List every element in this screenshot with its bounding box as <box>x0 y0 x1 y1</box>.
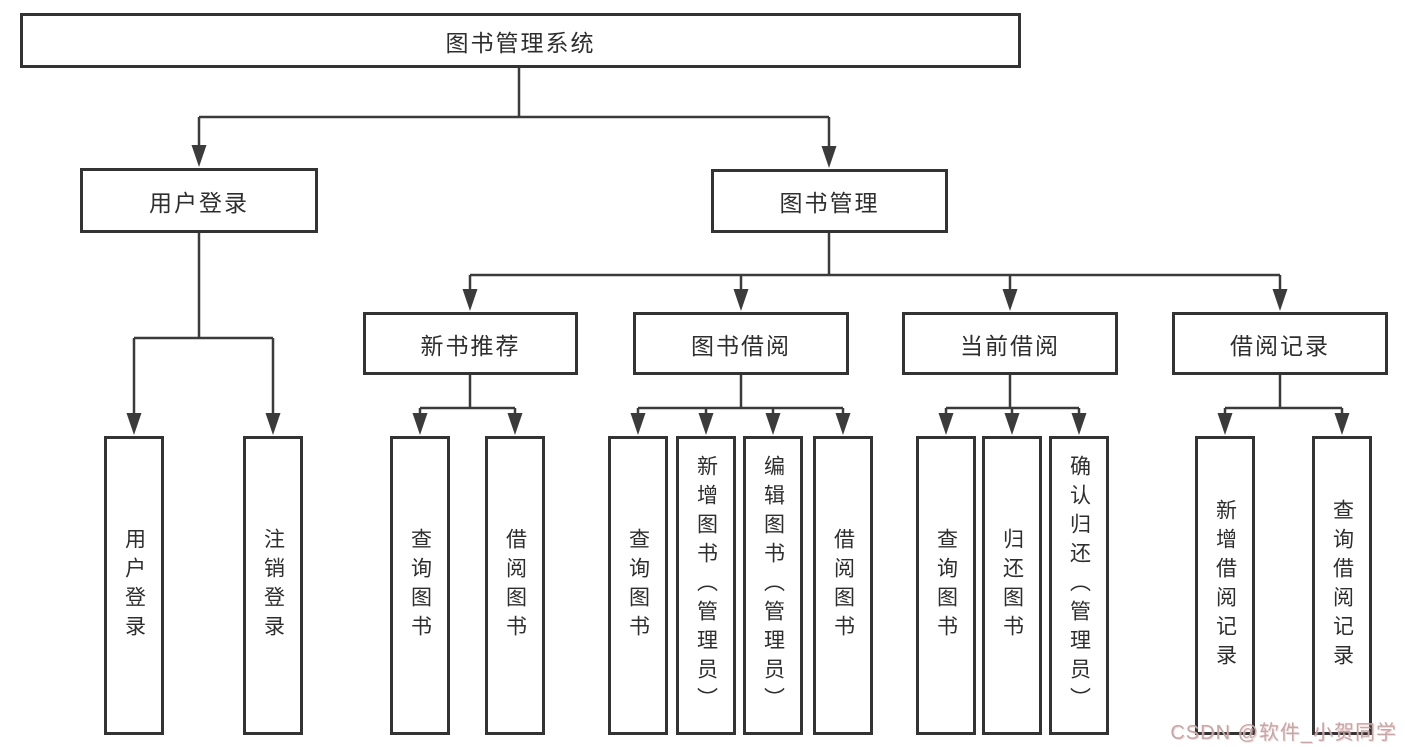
node-user-login: 用户登录 <box>80 168 318 233</box>
node-book-management: 图书管理 <box>711 169 948 233</box>
leaf-label: 注销登录 <box>261 527 285 644</box>
node-label: 新书推荐 <box>420 332 521 359</box>
arrowhead-icons <box>126 145 1350 435</box>
leaf-user-login: 用户登录 <box>104 436 164 735</box>
leaf-return-books: 归还图书 <box>982 436 1042 735</box>
node-current-borrowing: 当前借阅 <box>902 312 1118 375</box>
node-library-management-system: 图书管理系统 <box>20 13 1021 68</box>
node-label: 图书管理系统 <box>445 29 596 56</box>
leaf-query-books: 查询图书 <box>390 436 450 735</box>
node-label: 当前借阅 <box>960 332 1060 359</box>
node-new-book-recommend: 新书推荐 <box>363 312 578 375</box>
leaf-query-books: 查询图书 <box>608 436 668 735</box>
leaf-add-borrow-record: 新增借阅记录 <box>1195 436 1255 735</box>
leaf-label: 编辑图书（管理员） <box>761 455 785 716</box>
leaf-label: 查询图书 <box>408 527 432 644</box>
leaf-query-borrow-record: 查询借阅记录 <box>1312 436 1372 735</box>
leaf-label: 借阅图书 <box>503 527 527 644</box>
leaf-label: 归还图书 <box>1000 527 1024 644</box>
leaf-label: 查询借阅记录 <box>1330 498 1354 673</box>
leaf-label: 用户登录 <box>122 527 146 644</box>
leaf-label: 查询图书 <box>934 527 958 644</box>
leaf-add-books-admin: 新增图书（管理员） <box>676 436 736 735</box>
leaf-label: 查询图书 <box>626 527 650 644</box>
leaf-label: 新增图书（管理员） <box>694 455 718 716</box>
leaf-confirm-return-admin: 确认归还（管理员） <box>1049 436 1109 735</box>
node-label: 图书借阅 <box>691 332 791 359</box>
leaf-label: 新增借阅记录 <box>1213 498 1237 673</box>
node-label: 借阅记录 <box>1230 332 1330 359</box>
node-borrowing-records: 借阅记录 <box>1172 312 1388 375</box>
leaf-label: 确认归还（管理员） <box>1067 455 1091 716</box>
leaf-query-books: 查询图书 <box>916 436 976 735</box>
csdn-watermark: CSDN @软件_小贺同学 <box>1170 722 1397 744</box>
node-label: 用户登录 <box>149 189 249 216</box>
leaf-borrow-books: 借阅图书 <box>485 436 545 735</box>
leaf-borrow-books: 借阅图书 <box>813 436 873 735</box>
leaf-edit-books-admin: 编辑图书（管理员） <box>743 436 803 735</box>
node-book-borrowing: 图书借阅 <box>633 312 849 375</box>
leaf-logout: 注销登录 <box>243 436 303 735</box>
leaf-label: 借阅图书 <box>831 527 855 644</box>
node-label: 图书管理 <box>779 190 880 216</box>
